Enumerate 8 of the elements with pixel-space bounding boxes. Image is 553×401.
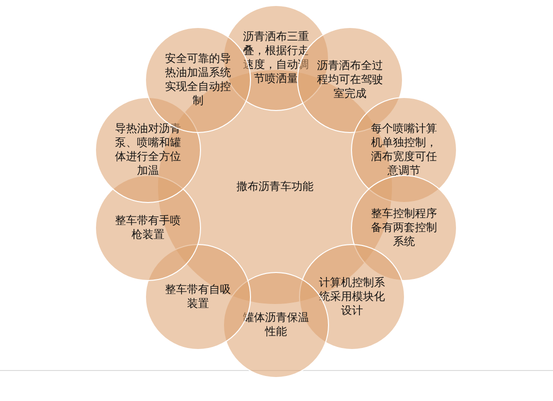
- feature-text: 整车带有手喷枪装置: [114, 214, 182, 242]
- feature-text: 整车控制程序备有两套控制系统: [370, 207, 438, 249]
- feature-text: 整车带有自吸装置: [164, 283, 232, 311]
- feature-text: 每个喷嘴计算机单独控制，洒布宽度可任意调节: [370, 122, 438, 178]
- center-title: 撒布沥青车功能: [236, 180, 314, 194]
- feature-text: 沥青洒布全过程均可在驾驶室完成: [316, 59, 384, 101]
- feature-text: 安全可靠的导热油加温系统实现全自动控制: [164, 52, 232, 108]
- feature-text: 计算机控制系统采用模块化设计: [318, 276, 386, 318]
